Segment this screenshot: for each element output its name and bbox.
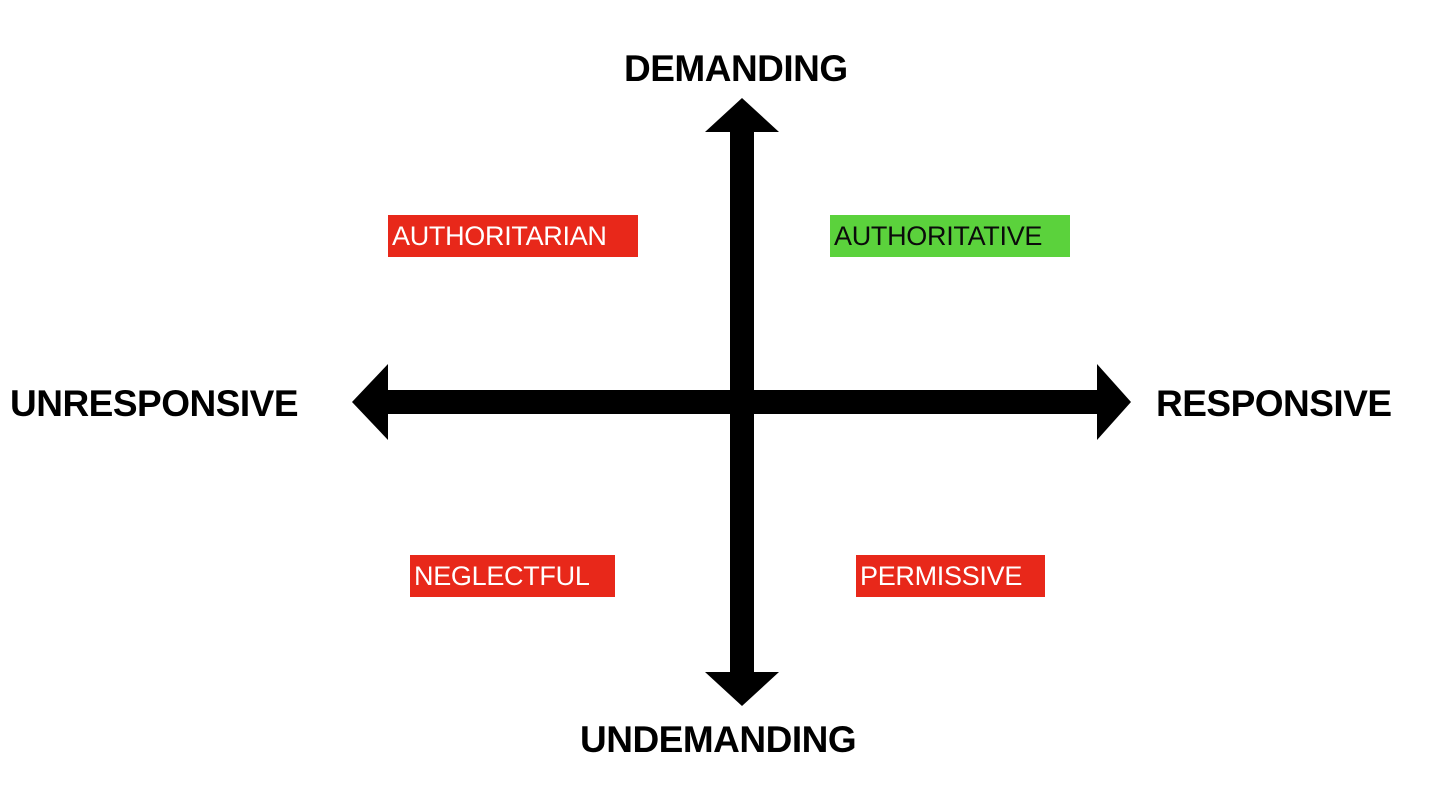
quadrant-tag-authoritative: AUTHORITATIVE <box>830 215 1070 257</box>
quadrant-tag-authoritarian: AUTHORITARIAN <box>388 215 638 257</box>
quadrant-tag-permissive: PERMISSIVE <box>856 555 1045 597</box>
axis-label-undemanding: UNDEMANDING <box>580 719 857 760</box>
axis-label-responsive: RESPONSIVE <box>1156 383 1392 424</box>
left-arrowhead <box>352 364 388 440</box>
axis-label-demanding: DEMANDING <box>624 48 848 89</box>
axis-label-unresponsive: UNRESPONSIVE <box>10 383 299 424</box>
right-arrowhead <box>1097 364 1131 440</box>
horizontal-axis-shaft <box>384 390 1102 414</box>
up-arrowhead <box>705 98 779 132</box>
down-arrowhead <box>705 672 779 706</box>
quadrant-tag-neglectful: NEGLECTFUL <box>410 555 615 597</box>
